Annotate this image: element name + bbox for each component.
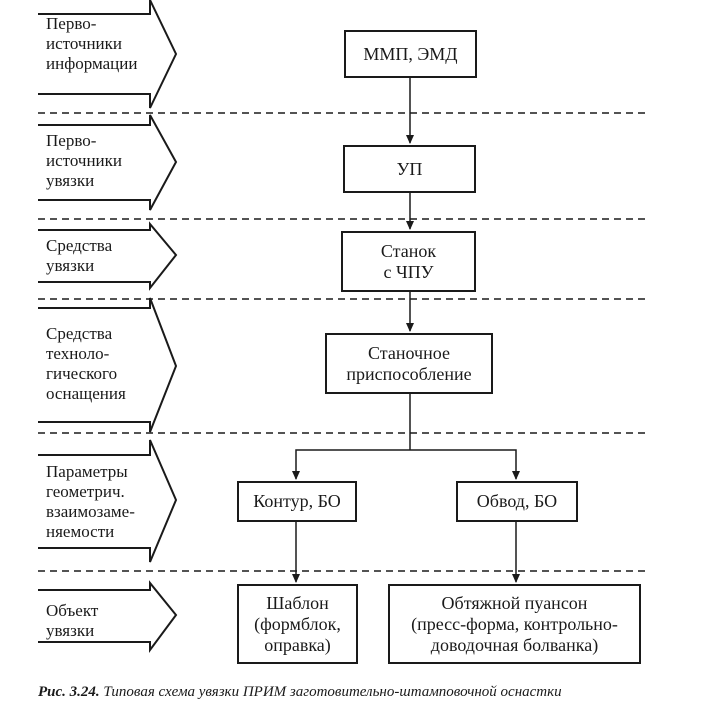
connector-split-kontur [292,449,410,480]
node-prisposoblenie: Станочное приспособление [325,333,493,394]
row-label-4: Средства техноло- гического оснащения [46,324,126,403]
row-arrow-5 [38,439,178,563]
node-up: УП [343,145,476,193]
row-label-3: Средства увязки [46,236,113,275]
node-kontur-bo: Контур, БО [237,481,357,522]
node-shablon: Шаблон (формблок, оправка) [237,584,358,664]
row-arrow-6 [38,580,178,654]
node-mmp-emd: ММП, ЭМД [344,30,477,78]
figure-title: Типовая схема увязки ПРИМ заготовительно… [103,684,562,700]
figure-number: Рис. 3.24. [38,684,100,700]
row-arrow-3 [38,221,178,291]
row-label-6: Объект увязки [46,601,99,640]
row-label-2: Перво- источники увязки [46,131,123,190]
row-label-5: Параметры геометрич. взаимозаме- няемост… [46,462,135,541]
figure-caption: Рис. 3.24. Типовая схема увязки ПРИМ заг… [38,684,562,701]
node-obvod-bo: Обвод, БО [456,481,578,522]
connector-split-obvod [410,449,520,480]
row-arrow-1 [38,0,178,109]
node-puanson: Обтяжной пуансон (пресс-форма, контрольн… [388,584,641,664]
node-stanok-chpu: Станок с ЧПУ [341,231,476,292]
row-arrow-4 [38,297,178,433]
row-arrow-2 [38,114,178,211]
row-label-1: Перво- источники информации [46,14,138,73]
